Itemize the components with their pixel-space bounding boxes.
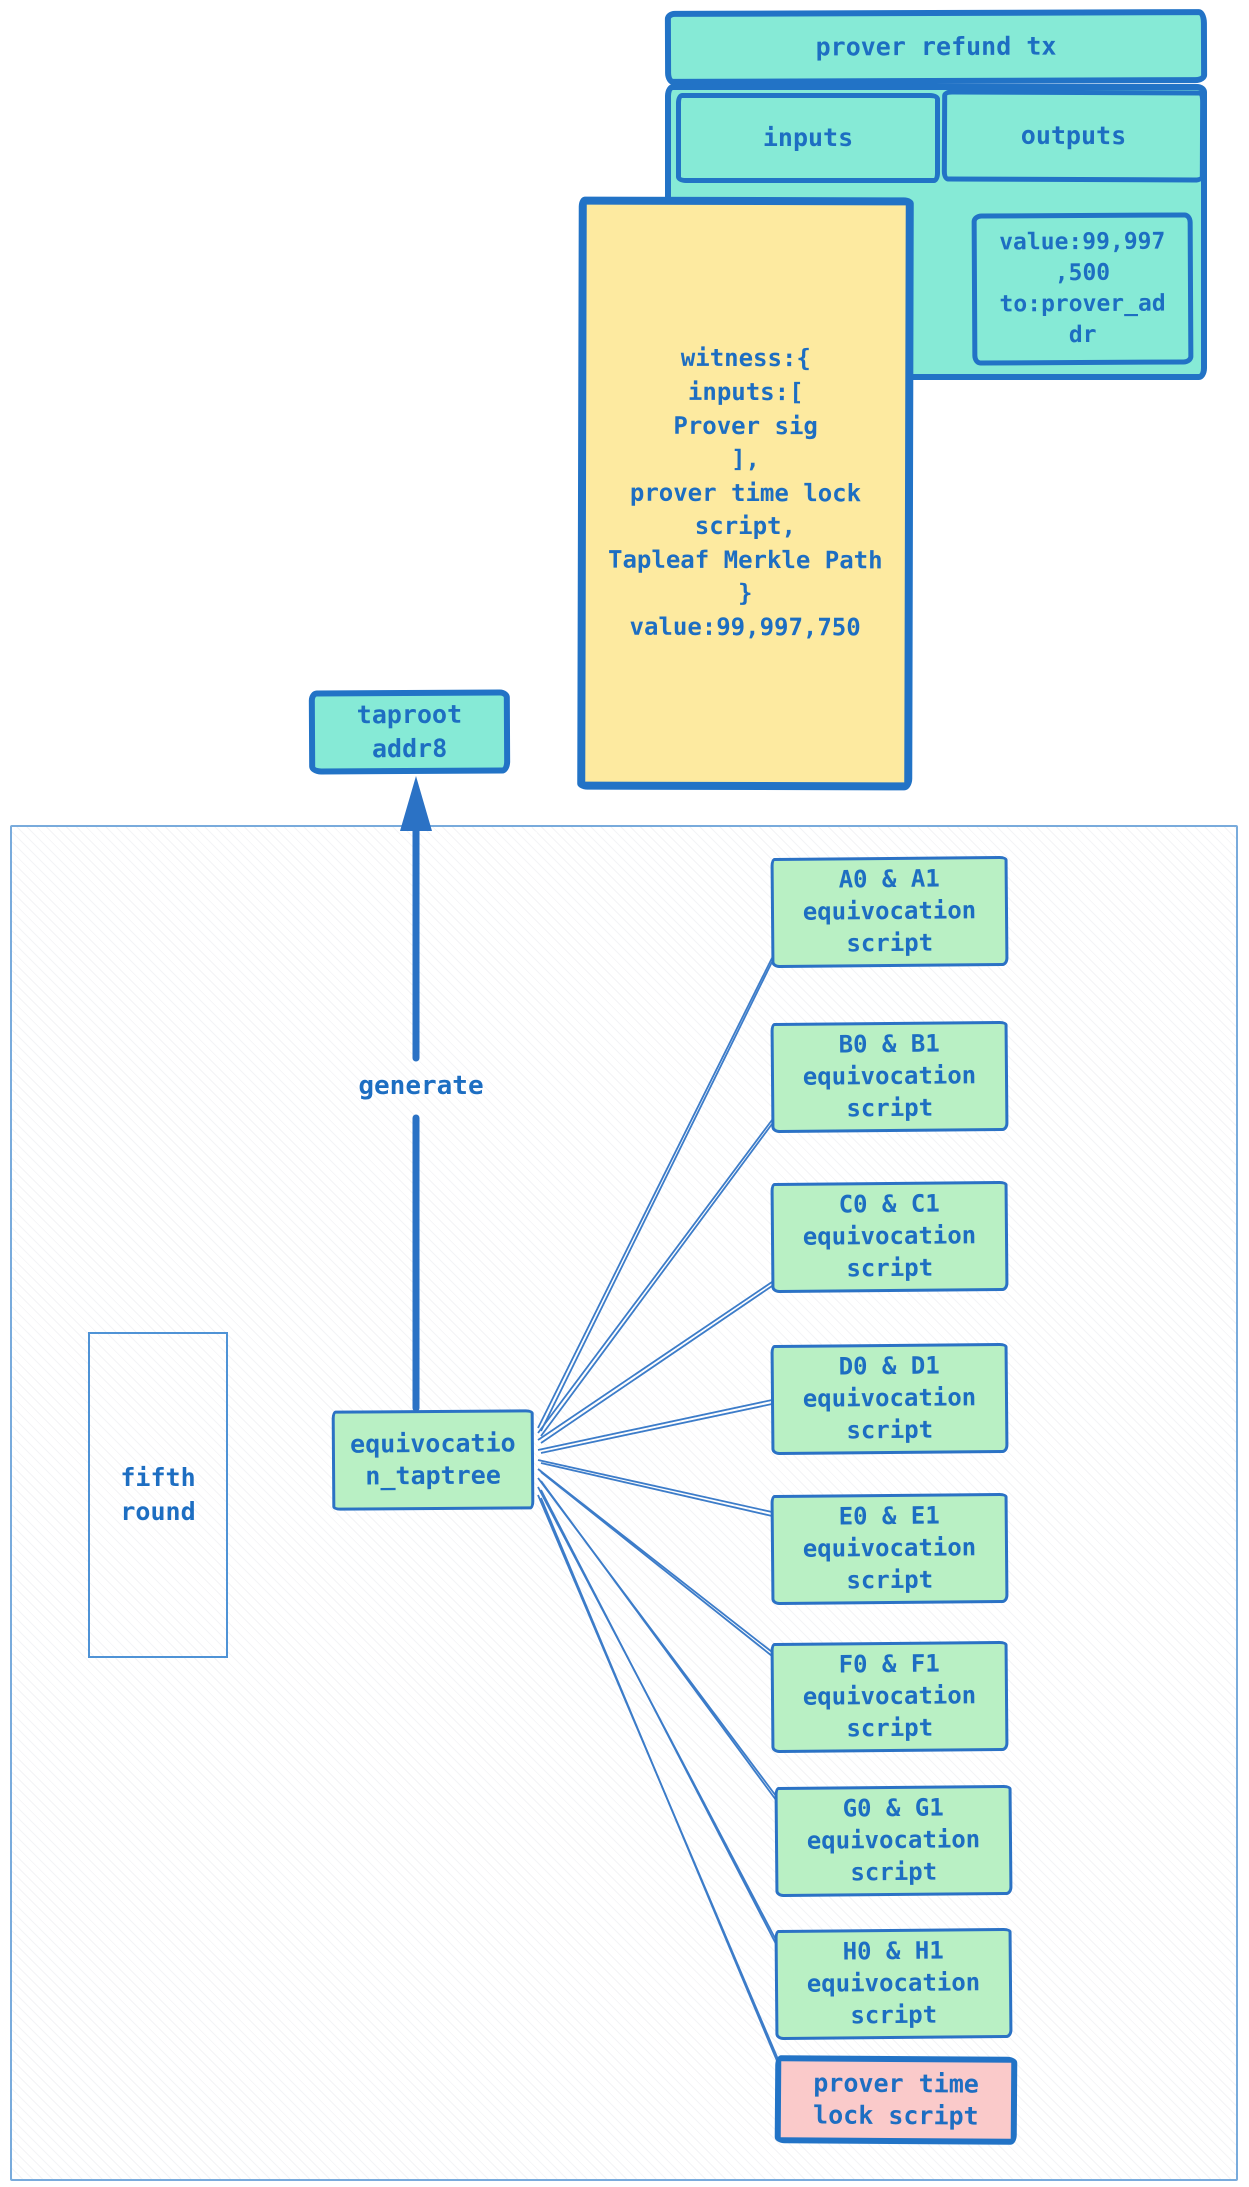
- outputs-label: outputs: [1020, 120, 1127, 150]
- witness-box: witness:{ inputs:[ Prover sig ], prover …: [577, 196, 914, 791]
- inputs-label: inputs: [762, 122, 854, 152]
- timelock-script-box: prover time lock script: [774, 2055, 1018, 2145]
- script-box-g0g1: G0 & G1 equivocation script: [774, 1784, 1013, 1898]
- script-box-b0b1: B0 & B1 equivocation script: [770, 1020, 1009, 1134]
- script-label: C0 & C1 equivocation script: [802, 1189, 977, 1283]
- taproot-addr-label: taproot addr8: [356, 699, 463, 764]
- taptree-label: equivocatio n_taptree: [349, 1427, 516, 1491]
- refund-tx-title: prover refund tx: [815, 31, 1057, 62]
- fifth-round-box: fifth round: [88, 1332, 228, 1658]
- tx-output-value: value:99,997 ,500 to:prover_ad dr: [999, 228, 1166, 349]
- taproot-addr-box: taproot addr8: [308, 689, 511, 775]
- script-label: B0 & B1 equivocation script: [802, 1029, 977, 1123]
- script-label: H0 & H1 equivocation script: [806, 1936, 981, 2030]
- script-box-e0e1: E0 & E1 equivocation script: [770, 1492, 1009, 1606]
- script-label: A0 & A1 equivocation script: [802, 864, 977, 958]
- script-box-a0a1: A0 & A1 equivocation script: [770, 855, 1009, 969]
- timelock-script-label: prover time lock script: [812, 2067, 979, 2131]
- witness-text: witness:{ inputs:[ Prover sig ], prover …: [608, 344, 883, 642]
- generate-text: generate: [358, 1071, 484, 1102]
- generate-label: generate: [346, 1062, 496, 1112]
- script-box-h0h1: H0 & H1 equivocation script: [774, 1927, 1013, 2041]
- script-label: E0 & E1 equivocation script: [802, 1501, 977, 1595]
- inputs-box: inputs: [676, 93, 940, 183]
- taptree-box: equivocatio n_taptree: [331, 1409, 535, 1511]
- script-label: D0 & D1 equivocation script: [802, 1351, 977, 1445]
- arrowhead-up: [400, 776, 432, 831]
- fifth-round-label: fifth round: [120, 1462, 196, 1527]
- script-box-c0c1: C0 & C1 equivocation script: [770, 1180, 1009, 1294]
- outputs-box: outputs: [941, 89, 1206, 183]
- script-label: G0 & G1 equivocation script: [806, 1793, 981, 1887]
- script-box-d0d1: D0 & D1 equivocation script: [770, 1342, 1009, 1456]
- script-label: F0 & F1 equivocation script: [802, 1649, 977, 1743]
- tx-output-value-box: value:99,997 ,500 to:prover_ad dr: [971, 212, 1194, 366]
- refund-tx-title-box: prover refund tx: [664, 9, 1208, 85]
- script-box-f0f1: F0 & F1 equivocation script: [770, 1640, 1009, 1754]
